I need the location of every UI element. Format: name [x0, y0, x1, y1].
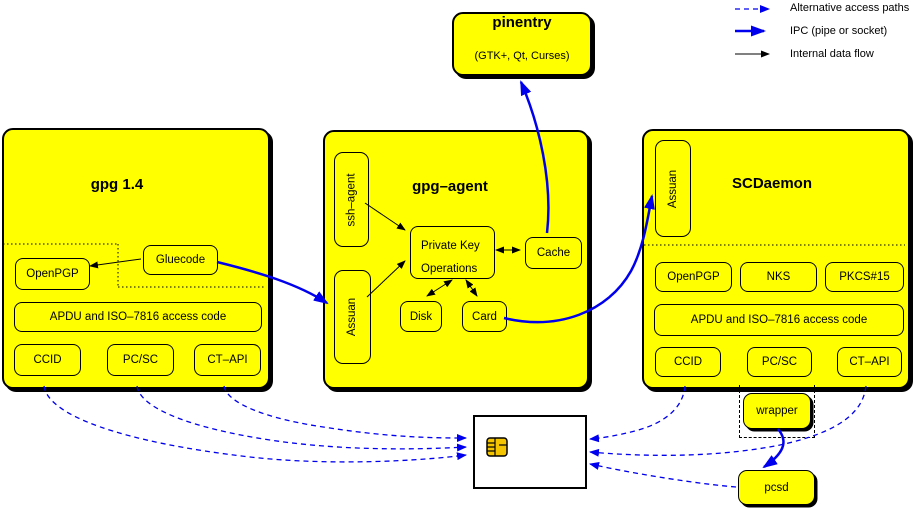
- pcsd-node: pcsd: [738, 470, 815, 505]
- scdaemon-pcsc-node: PC/SC: [747, 347, 812, 377]
- scdaemon-title: SCDaemon: [731, 175, 813, 192]
- smartcard: [473, 415, 587, 489]
- gpg14-openpgp-label: OpenPGP: [26, 268, 79, 280]
- legend-ipc-label: IPC (pipe or socket): [790, 25, 888, 37]
- cache-label: Cache: [536, 247, 571, 259]
- alt-scdaemon-ctapi-to-card: [589, 385, 867, 457]
- cache-node: Cache: [525, 237, 582, 269]
- scdaemon-pkcs15-label: PKCS#15: [839, 271, 890, 283]
- scdaemon-nks-label: NKS: [766, 271, 791, 283]
- gpg14-ccid-label: CCID: [33, 354, 62, 366]
- scdaemon-apdu-node: APDU and ISO–7816 access code: [654, 304, 904, 336]
- gpg-agent-title: gpg–agent: [412, 178, 488, 195]
- scdaemon-assuan-node: Assuan: [655, 140, 691, 237]
- smartcard-chip-icon: [486, 437, 508, 457]
- gpg14-apdu-label: APDU and ISO–7816 access code: [49, 311, 227, 323]
- alt-gpg14-pcsc-to-card: [136, 385, 467, 452]
- gpg-agent-assuan-label: Assuan: [346, 297, 359, 337]
- pko-line1: Private Key: [421, 240, 480, 252]
- wrapper-node: wrapper: [743, 393, 811, 429]
- scdaemon-nks-node: NKS: [740, 262, 817, 292]
- alt-scdaemon-ccid-to-card: [589, 385, 686, 443]
- scdaemon-ccid-label: CCID: [673, 356, 703, 368]
- card-node: Card: [462, 301, 507, 332]
- gpg14-pcsc-node: PC/SC: [107, 344, 174, 376]
- legend-internal-flow-label: Internal data flow: [790, 48, 874, 60]
- scdaemon-ctapi-node: CT–API: [837, 347, 902, 377]
- gpg-agent-ssh-agent-node: ssh–agent: [334, 152, 369, 247]
- alt-gpg14-ccid-to-card: [43, 385, 467, 463]
- pinentry-subtitle: (GTK+, Qt, Curses): [474, 50, 570, 62]
- scdaemon-pkcs15-node: PKCS#15: [825, 262, 904, 292]
- scdaemon-openpgp-label: OpenPGP: [667, 271, 720, 283]
- private-key-operations-node: Private Key Operations: [410, 226, 495, 279]
- scdaemon-ccid-node: CCID: [655, 347, 721, 377]
- gpg14-ctapi-label: CT–API: [207, 354, 248, 366]
- gpg14-ccid-node: CCID: [14, 344, 81, 376]
- alt-pcsd-to-card: [589, 462, 737, 488]
- scdaemon-ctapi-label: CT–API: [849, 356, 890, 368]
- gpg14-gluecode-label: Gluecode: [155, 254, 206, 266]
- scdaemon-openpgp-node: OpenPGP: [655, 262, 732, 292]
- wrapper-label: wrapper: [756, 405, 798, 417]
- disk-node: Disk: [400, 301, 442, 332]
- alt-gpg14-ctapi-to-card: [223, 385, 467, 442]
- gpg-agent-box: gpg–agent ssh–agent Assuan Private Key O…: [323, 130, 589, 389]
- scdaemon-apdu-label: APDU and ISO–7816 access code: [690, 314, 868, 326]
- disk-label: Disk: [409, 310, 433, 323]
- gpg14-apdu-node: APDU and ISO–7816 access code: [14, 302, 262, 332]
- scdaemon-assuan-label: Assuan: [667, 169, 680, 208]
- gpg14-pcsc-label: PC/SC: [122, 354, 159, 366]
- gpg14-openpgp-node: OpenPGP: [15, 258, 90, 290]
- gpg14-box: gpg 1.4 OpenPGP Gluecode APDU and ISO–78…: [2, 128, 270, 389]
- ssh-agent-label: ssh–agent: [345, 172, 358, 227]
- gpg14-title: gpg 1.4: [90, 176, 144, 193]
- scdaemon-box: SCDaemon Assuan OpenPGP NKS PKCS#15 APDU…: [642, 129, 910, 389]
- gpg14-gluecode-node: Gluecode: [143, 245, 218, 275]
- gpg14-ctapi-node: CT–API: [194, 344, 261, 376]
- scdaemon-pcsc-label: PC/SC: [761, 356, 798, 368]
- legend-alternative-access-label: Alternative access paths: [790, 2, 910, 14]
- card-label: Card: [472, 310, 497, 323]
- pcsd-label: pcsd: [764, 481, 789, 494]
- pinentry-box: pinentry (GTK+, Qt, Curses): [452, 12, 592, 76]
- pinentry-title: pinentry: [492, 14, 552, 31]
- pko-line2: Operations: [421, 263, 478, 275]
- gpg-agent-assuan-node: Assuan: [334, 270, 371, 364]
